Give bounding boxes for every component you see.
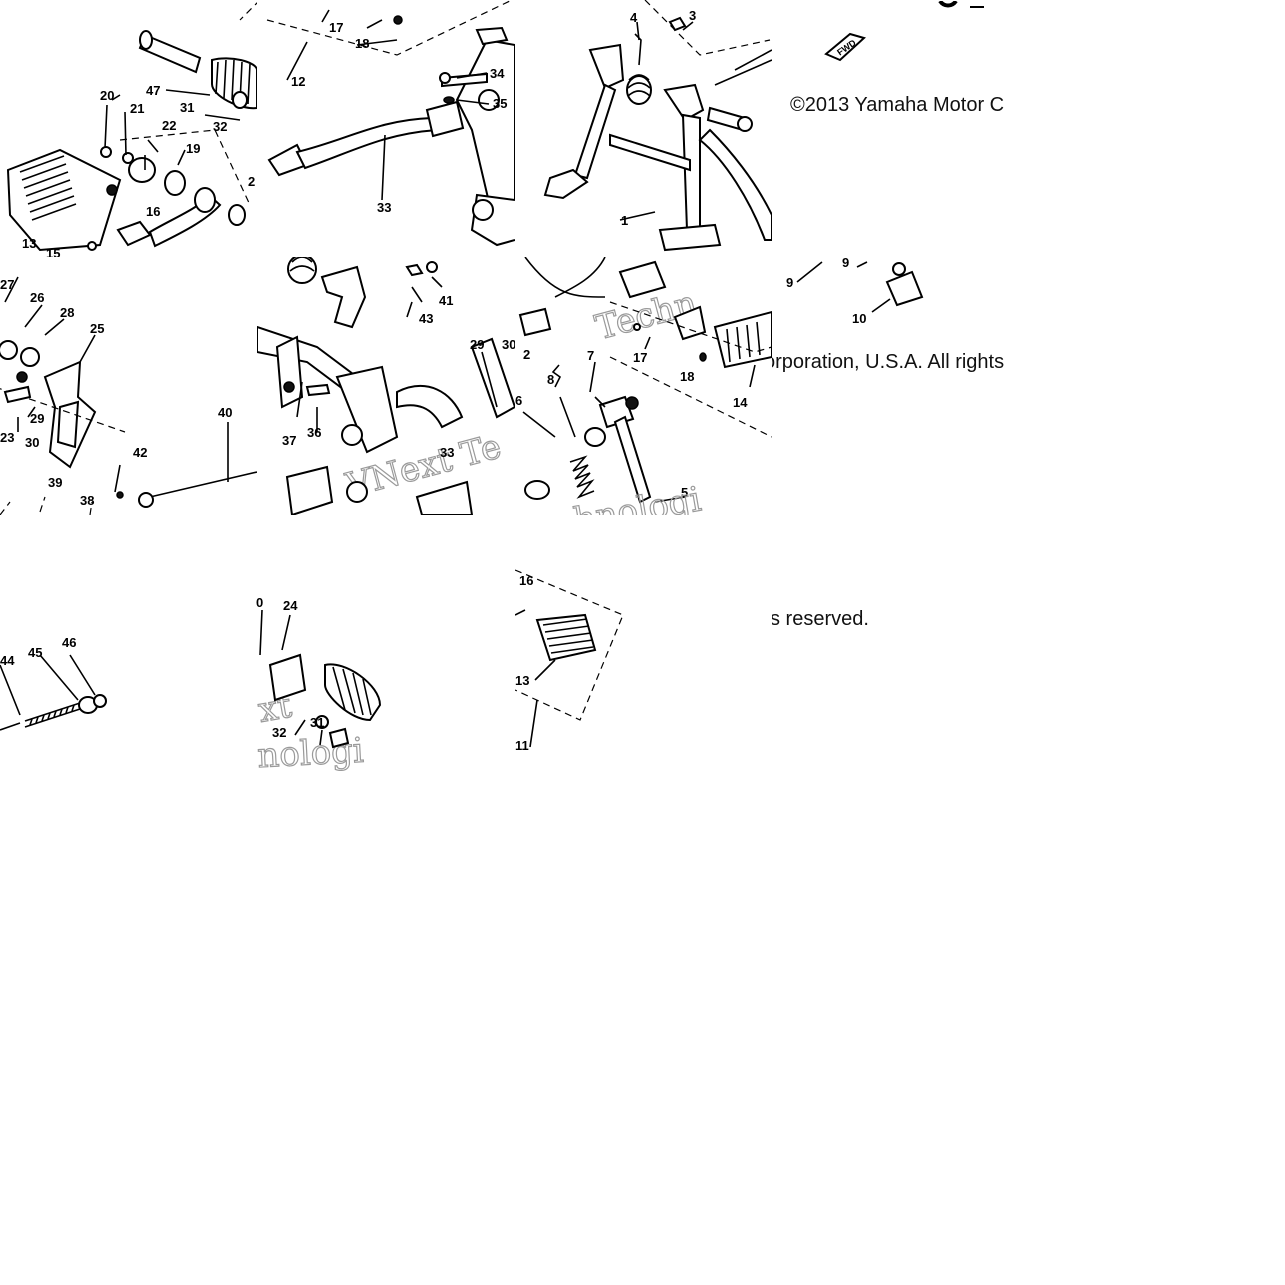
frame-linkage-drawing: VNext Te 41 43 37 36 29 30 33 <box>257 257 515 515</box>
pivot-bolt-part <box>439 72 488 104</box>
footrest-shaft-part <box>138 30 202 74</box>
callout-label: 30 <box>502 337 515 352</box>
callout-label: 1 <box>621 213 628 228</box>
forward-arrow-icon: FWD <box>820 26 870 66</box>
callout-label: 9 <box>842 257 849 270</box>
callout-label: 2 <box>248 174 255 189</box>
callout-label: 44 <box>0 653 15 668</box>
callout-label: 37 <box>282 433 296 448</box>
callout-label: 19 <box>186 141 200 156</box>
callout-label: 45 <box>28 645 42 660</box>
callout-label: 11 <box>515 738 529 753</box>
footpeg-rubber-part <box>535 613 597 662</box>
footrest-arm-right-drawing: Techn 2 7 8 6 17 18 14 5 chnolo <box>515 257 772 515</box>
callout-label: 9 <box>786 275 793 290</box>
copyright-text-2: orporation, U.S.A. All rights <box>764 351 1005 373</box>
diagram-tile-center-stand: 4 3 1 <box>515 0 772 257</box>
frame-part <box>257 257 515 515</box>
callout-label: 20 <box>100 88 114 103</box>
callout-label: 5 <box>681 485 688 500</box>
rear-footrest-part <box>259 609 382 749</box>
callout-label: 18 <box>680 369 694 384</box>
callout-label: 17 <box>633 350 647 365</box>
callout-label: 31 <box>310 715 324 730</box>
footrest-pad-drawing: 9 9 10 <box>786 257 924 326</box>
stand-bolt-part <box>668 16 753 132</box>
callout-label: 10 <box>852 311 866 326</box>
callout-label: 47 <box>146 83 160 98</box>
callout-label: 7 <box>587 348 594 363</box>
callout-label: 35 <box>493 96 507 111</box>
brake-pedal-part <box>267 38 515 247</box>
brake-pedal-drawing: 17 18 12 34 35 33 <box>266 0 515 247</box>
footrest-pad-part <box>885 262 924 307</box>
diagram-tile-frame-linkage: VNext Te 41 43 37 36 29 30 33 <box>257 257 515 515</box>
callout-label: 28 <box>60 305 74 320</box>
callout-label: 36 <box>307 425 321 440</box>
rod-part <box>0 694 107 731</box>
callout-label: 13 <box>515 673 529 688</box>
copyright-text-1: ©2013 Yamaha Motor C <box>790 94 1005 116</box>
rubber-footpeg-part <box>211 57 257 110</box>
callout-label: 27 <box>0 277 14 292</box>
footrest-body-part <box>6 146 246 252</box>
rod-spring-drawing: xt nologi 44 45 46 0 24 32 31 <box>0 595 382 773</box>
rear-footrest-bracket-drawing: 27 26 28 25 29 30 23 40 42 39 38 <box>0 276 257 515</box>
callout-label: 18 <box>355 36 369 51</box>
callout-label: 42 <box>133 445 147 460</box>
diagram-tile-footrest-left: 15 20 21 47 31 32 22 19 2 16 13 15 <box>0 0 257 257</box>
diagram-tile-rod-spring: xt nologi 44 45 46 0 24 32 31 <box>0 515 390 773</box>
callout-label: 31 <box>180 100 194 115</box>
callout-label: 3 <box>689 8 696 23</box>
callout-label: 29 <box>30 411 44 426</box>
callout-label: 22 <box>162 118 176 133</box>
diagram-tile-footrest-pad: 9 9 10 <box>772 257 1029 337</box>
diagram-tile-footpeg-rubber: 16 13 11 <box>515 515 772 773</box>
callout-label: 25 <box>90 321 104 336</box>
callout-label: 29 <box>470 337 484 352</box>
callout-label: 33 <box>440 445 454 460</box>
callout-label: 34 <box>490 66 505 81</box>
callout-label: 40 <box>218 405 232 420</box>
callout-label: 14 <box>733 395 748 410</box>
callout-label: 24 <box>283 598 298 613</box>
callout-label: 13 <box>22 236 36 251</box>
footrest-bracket-part <box>0 340 126 469</box>
callout-label: 30 <box>25 435 39 450</box>
callout-label: 4 <box>630 10 638 25</box>
copyright-text-3: s reserved. <box>770 608 869 630</box>
diagram-tile-footrest-arm-right: Techn 2 7 8 6 17 18 14 5 chnolo <box>515 257 772 515</box>
diagram-tile-brake-pedal: 17 18 12 34 35 33 <box>257 0 515 257</box>
callout-label: 15 <box>46 246 60 257</box>
stand-spring-part <box>626 33 652 105</box>
callout-label: 8 <box>547 372 554 387</box>
callout-label: 23 <box>0 430 14 445</box>
footrest-arm-part <box>518 260 772 504</box>
callout-label: 33 <box>377 200 391 215</box>
callout-label: 38 <box>80 493 94 508</box>
partial-part-drawing <box>930 0 990 12</box>
center-stand-drawing: 4 3 1 <box>543 0 772 252</box>
callout-label: 21 <box>130 101 144 116</box>
callout-label: 26 <box>30 290 44 305</box>
center-stand-part <box>543 43 772 252</box>
callout-label: 43 <box>419 311 433 326</box>
callout-label: 0 <box>256 595 263 610</box>
callout-label: 17 <box>329 20 343 35</box>
callout-label: 12 <box>291 74 305 89</box>
watermark-text: chnologi <box>552 479 704 515</box>
callout-label: 6 <box>515 393 522 408</box>
footpeg-rubber-drawing: 16 13 11 <box>515 569 624 753</box>
callout-label: 41 <box>439 293 453 308</box>
diagram-tile-rear-footrest-bracket: 27 26 28 25 29 30 23 40 42 39 38 <box>0 257 257 515</box>
callout-label: 39 <box>48 475 62 490</box>
callout-label: 32 <box>272 725 286 740</box>
footrest-left-drawing: 15 20 21 47 31 32 22 19 2 16 13 15 <box>6 2 257 257</box>
callout-label: 46 <box>62 635 76 650</box>
callout-label: 16 <box>146 204 160 219</box>
callout-label: 16 <box>519 573 533 588</box>
return-spring-part <box>551 364 595 499</box>
callout-label: 2 <box>523 347 530 362</box>
callout-label: 32 <box>213 119 227 134</box>
